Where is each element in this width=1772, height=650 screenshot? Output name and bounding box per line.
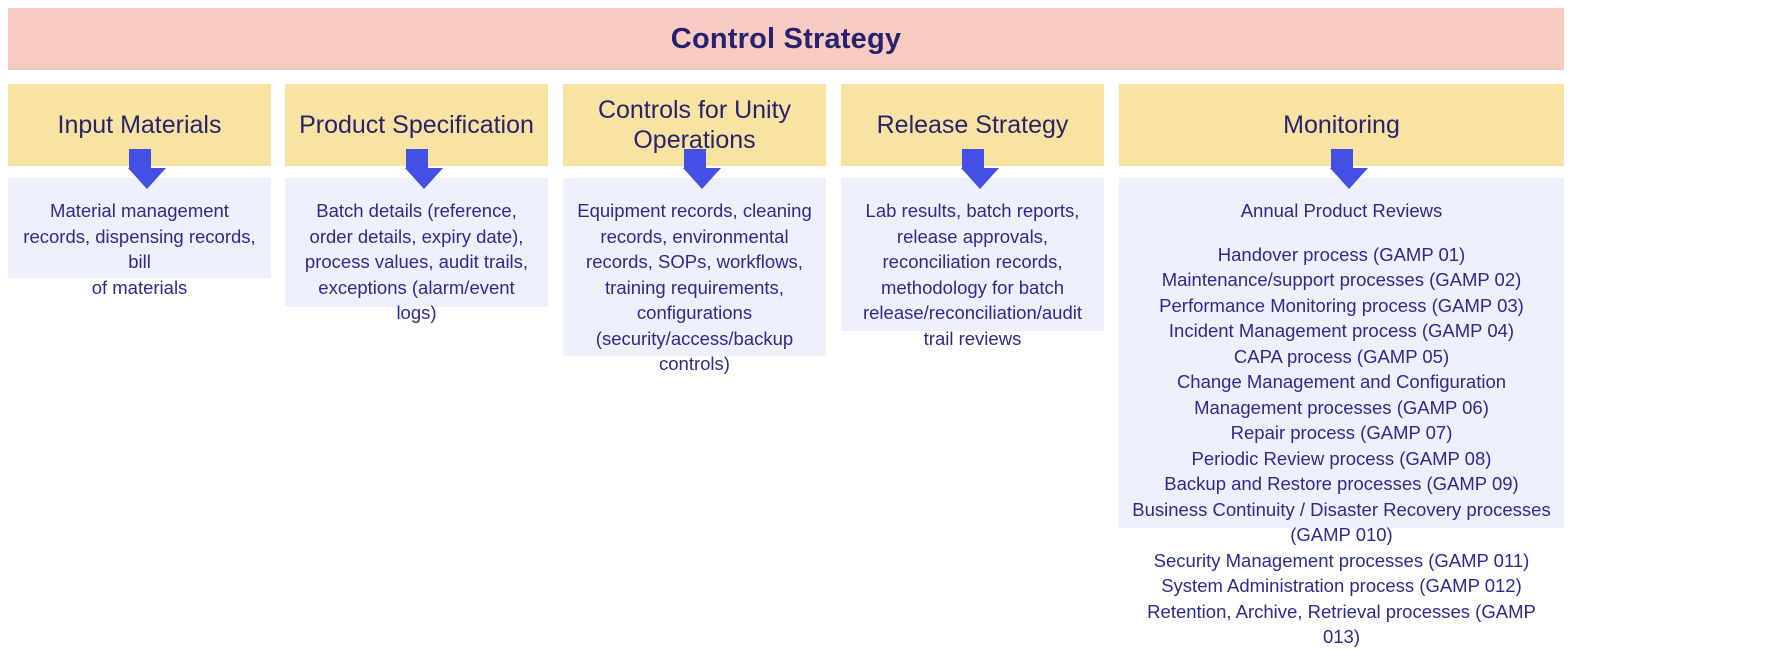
- column-input-materials: Input Materials Material management reco…: [8, 84, 271, 298]
- column-release-strategy: Release Strategy Lab results, batch repo…: [841, 84, 1104, 349]
- list-item: Backup and Restore processes (GAMP 09): [1164, 473, 1519, 495]
- page-title: Control Strategy: [670, 22, 902, 55]
- column-body-text: Annual Product Reviews: [1240, 200, 1443, 221]
- list-item: Business Continuity / Disaster Recovery …: [1132, 498, 1551, 546]
- down-arrow-icon: [682, 149, 721, 189]
- down-arrow-icon: [960, 149, 999, 189]
- column-body-input-materials: Material management records, dispensing …: [8, 178, 271, 298]
- column-body-release-strategy: Lab results, batch reports, release appr…: [841, 178, 1104, 349]
- column-body-text: Equipment records, cleaning records, env…: [577, 200, 812, 375]
- control-strategy-header: Control Strategy: [8, 8, 1564, 70]
- list-item: Performance Monitoring process (GAMP 03): [1159, 294, 1524, 316]
- list-item: Retention, Archive, Retrieval processes …: [1147, 600, 1536, 648]
- down-arrow-icon: [1329, 149, 1368, 189]
- down-arrow-icon: [127, 149, 166, 189]
- column-body-text: Lab results, batch reports, release appr…: [862, 200, 1083, 349]
- down-arrow-icon: [404, 149, 443, 189]
- list-item: Incident Management process (GAMP 04): [1168, 320, 1515, 342]
- list-item: System Administration process (GAMP 012): [1161, 575, 1522, 597]
- column-body-monitoring: Annual Product Reviews Handover process …: [1119, 178, 1564, 647]
- list-item: Maintenance/support processes (GAMP 02): [1161, 269, 1522, 291]
- diagram-canvas: Control Strategy Input Materials Materia…: [8, 8, 1564, 647]
- column-controls-for-unity-operations: Controls for Unity Operations Equipment …: [563, 84, 826, 374]
- column-body-product-specification: Batch details (reference, order details,…: [285, 178, 548, 323]
- list-item: Handover process (GAMP 01): [1217, 243, 1466, 265]
- list-item: Periodic Review process (GAMP 08): [1191, 447, 1492, 469]
- list-item: CAPA process (GAMP 05): [1233, 345, 1450, 367]
- column-monitoring: Monitoring Annual Product Reviews Handov…: [1119, 84, 1564, 647]
- list-item: Repair process (GAMP 07): [1230, 422, 1453, 444]
- column-body-controls-for-unity-operations: Equipment records, cleaning records, env…: [563, 178, 826, 374]
- column-body-text: Material management records, dispensing …: [23, 200, 256, 298]
- list-item: Security Management processes (GAMP 011): [1153, 549, 1530, 571]
- column-body-text: Batch details (reference, order details,…: [304, 200, 529, 324]
- list-item: Change Management and Configuration Mana…: [1176, 371, 1507, 418]
- column-product-specification: Product Specification Batch details (ref…: [285, 84, 548, 323]
- gamp-process-list: Handover process (GAMP 01) Maintenance/s…: [1131, 242, 1552, 650]
